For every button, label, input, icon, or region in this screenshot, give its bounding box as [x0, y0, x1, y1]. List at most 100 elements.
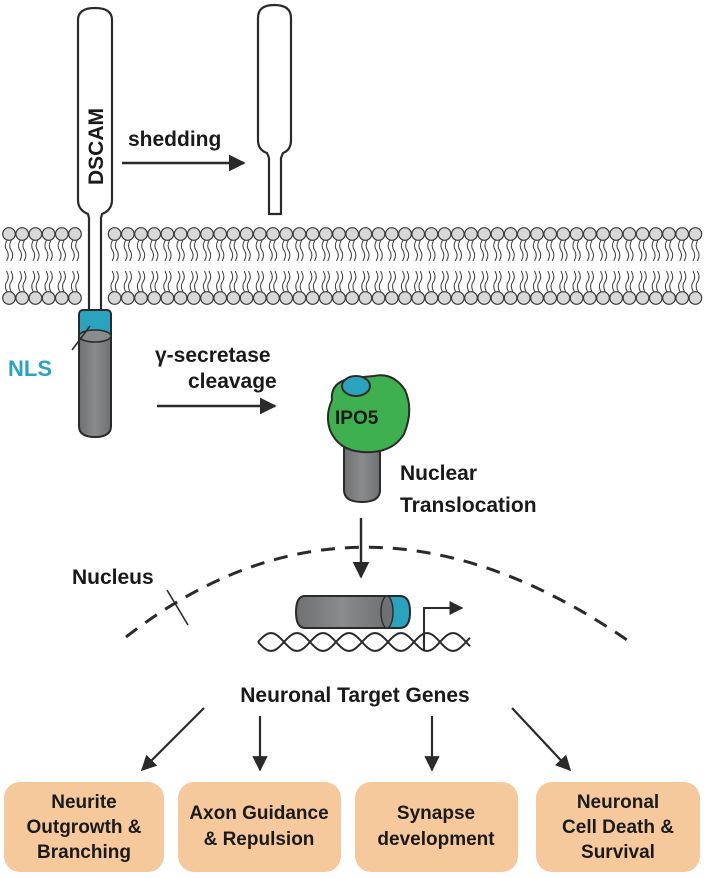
lipid-tail [563, 271, 568, 292]
lipid-tail [176, 240, 181, 261]
lipid-head [305, 291, 320, 305]
lipid-tail [480, 271, 484, 292]
lipid-tail [233, 240, 238, 261]
lipid-head [450, 291, 465, 305]
lipid-tail [242, 240, 247, 261]
lipid-tail [669, 240, 674, 261]
lipid-tail [136, 240, 141, 261]
lipid-head [279, 291, 294, 305]
gamma-secretase-label: γ-secretase [155, 344, 271, 367]
nucleus-label: Nucleus [72, 566, 154, 589]
lipid-tail [387, 240, 392, 261]
lipid-tail [576, 271, 581, 292]
lipid-tail [651, 240, 656, 261]
lipid-tail [163, 240, 168, 261]
lipid-head [516, 291, 531, 305]
lipid-tail [110, 240, 115, 261]
nuclear-label: Nuclear [400, 462, 477, 485]
lipid-tail [392, 271, 396, 292]
lipid-head [107, 227, 122, 241]
outcome-box-survival: Neuronal Cell Death & Survival [536, 782, 700, 872]
lipid-tail [348, 271, 352, 292]
lipid-tail [493, 271, 498, 292]
box-line: Neurite [51, 792, 116, 813]
lipid-head [120, 227, 135, 241]
lipid-head [503, 227, 518, 241]
lipid-head [226, 291, 241, 305]
lipid-head [147, 227, 162, 241]
box-line: Synapse [397, 803, 475, 824]
lipid-tail [128, 240, 132, 261]
lipid-tail [48, 240, 53, 261]
shed-ectodomain [256, 3, 293, 216]
lipid-tail [141, 271, 146, 292]
lipid-head [569, 291, 584, 305]
lipid-tail [598, 271, 603, 292]
lipid-head [226, 227, 241, 241]
lipid-head [543, 227, 558, 241]
lipid-tail [576, 240, 581, 261]
lipid-tail [638, 240, 643, 261]
lipid-tail [532, 271, 537, 292]
lipid-head [173, 227, 188, 241]
lipid-tail [180, 271, 185, 292]
lipid-tail [466, 240, 471, 261]
lipid-tail [598, 240, 603, 261]
lipid-tail [392, 240, 396, 261]
dna-double-helix [257, 632, 471, 652]
lipid-head [450, 227, 465, 241]
lipid-tail [374, 240, 379, 261]
lipid-tail [510, 271, 515, 292]
lipid-tail [154, 271, 159, 292]
lipid-tail [268, 240, 273, 261]
outcome-box-neurite: Neurite Outgrowth & Branching [4, 782, 164, 872]
lipid-tail [656, 271, 660, 292]
arrow-to-survival [511, 707, 572, 772]
lipid-head [582, 291, 597, 305]
lipid-tail [603, 271, 608, 292]
lipid-tail [22, 240, 27, 261]
lipid-tail [31, 240, 36, 261]
lipid-tail [642, 271, 647, 292]
lipid-tail [664, 271, 669, 292]
lipid-head [345, 227, 360, 241]
lipid-tail [387, 271, 392, 292]
lipid-tail [268, 271, 273, 292]
lipid-tail [638, 271, 643, 292]
lipid-tail [110, 271, 115, 292]
lipid-tail [471, 240, 476, 261]
ipo5-label: IPO5 [335, 408, 379, 429]
lipid-tail [519, 240, 524, 261]
lipid-head [596, 227, 610, 241]
lipid-tail [286, 271, 291, 292]
lipid-head [437, 291, 452, 305]
lipid-tail [625, 240, 630, 261]
lipid-tail [150, 271, 154, 292]
lipid-tail [669, 271, 674, 292]
lipid-head [648, 291, 663, 305]
lipid-head [332, 291, 346, 305]
released-icd [343, 439, 381, 504]
lipid-head [609, 291, 624, 305]
lipid-tail [339, 271, 344, 292]
lipid-head [332, 227, 346, 241]
lipid-tail [664, 240, 669, 261]
lipid-head [2, 227, 16, 241]
lipid-head [622, 227, 637, 241]
lipid-head [345, 291, 360, 305]
lipid-head [186, 291, 201, 305]
outcome-box-axon: Axon Guidance & Repulsion [178, 782, 341, 872]
lipid-tail [163, 271, 168, 292]
lipid-head [424, 291, 439, 305]
lipid-tail [678, 271, 682, 292]
lipid-tail [625, 271, 630, 292]
lipid-head [582, 227, 597, 241]
lipid-head [662, 291, 676, 305]
lipid-tail [682, 240, 687, 261]
box-line: Neuronal [577, 792, 659, 813]
lipid-tail [260, 271, 264, 292]
lipid-tail [4, 271, 9, 292]
lipid-tail [493, 240, 498, 261]
lipid-head [358, 227, 373, 241]
lipid-tail [167, 271, 172, 292]
